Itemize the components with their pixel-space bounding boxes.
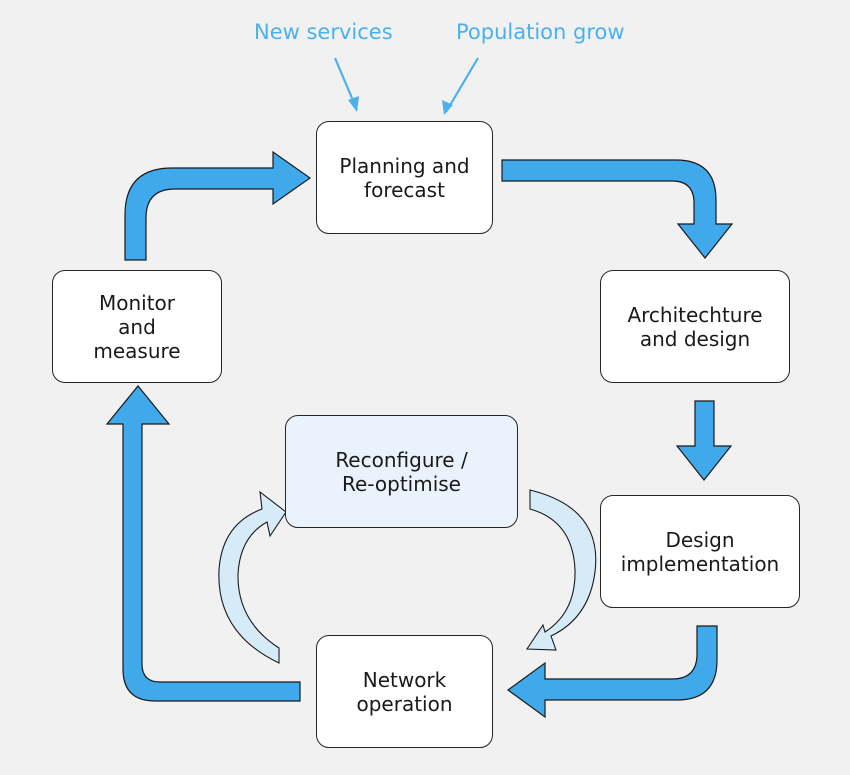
node-architecture-design: Architechture and design <box>600 270 790 383</box>
arrow-implementation-to-operation <box>506 625 718 719</box>
node-design-implementation: Design implementation <box>600 495 800 608</box>
arrow-planning-to-architecture <box>501 159 734 259</box>
population-grow-arrow <box>445 57 479 113</box>
node-planning-forecast: Planning and forecast <box>316 121 493 234</box>
arrow-reconfigure-to-operation <box>525 489 597 651</box>
node-monitor-measure: Monitor and measure <box>52 270 222 383</box>
node-network-operation: Network operation <box>316 635 493 748</box>
arrow-monitor-to-planning <box>124 150 312 261</box>
population-grow-arrowhead <box>442 100 453 115</box>
population-grow-label: Population grow <box>456 20 625 44</box>
new-services-arrowhead <box>348 96 359 112</box>
node-reconfigure: Reconfigure / Re-optimise <box>285 415 518 528</box>
arrow-operation-to-monitor <box>105 385 301 702</box>
new-services-label: New services <box>254 20 393 44</box>
arrow-operation-to-reconfigure <box>218 490 287 664</box>
arrow-architecture-to-implementation <box>675 400 733 481</box>
